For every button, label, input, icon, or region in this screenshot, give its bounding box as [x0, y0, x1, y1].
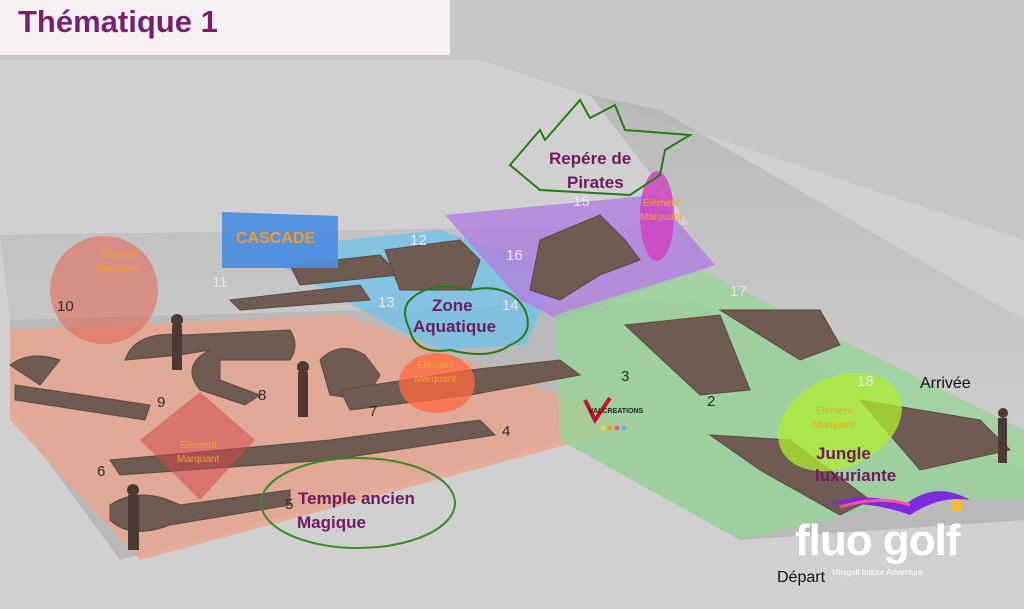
- zone-aquatique-line2: Aquatique: [413, 317, 497, 336]
- marker-label-1a: Élément: [100, 249, 137, 260]
- hole-10: 10: [57, 298, 74, 315]
- temple-line1: Temple ancien: [298, 489, 415, 508]
- pirates-line2: Pirates: [567, 173, 624, 192]
- marker-label-3a: Élément: [643, 198, 680, 209]
- page-title: Thématique 1: [18, 4, 218, 39]
- hole-9: 9: [157, 394, 166, 411]
- temple-line2: Magique: [297, 513, 366, 532]
- arrivee-label: Arrivée: [920, 375, 971, 392]
- marker-circle: [50, 236, 158, 344]
- hole-8: 8: [258, 387, 267, 404]
- marker-label-2a: Élément: [417, 360, 454, 371]
- zone-aquatique-line1: Zone: [432, 296, 473, 315]
- marker-label-4a: Élément: [180, 440, 217, 451]
- valcreations-watermark: VALCREATIONS: [589, 408, 644, 415]
- course-holes: [9, 214, 1011, 532]
- marker-diamond: [140, 392, 255, 500]
- marker-label-5a: Élément: [816, 406, 853, 417]
- hole-18: 18: [857, 373, 874, 390]
- pirates-outline: [508, 98, 694, 197]
- temple-outline: [260, 457, 456, 549]
- marker-label-5b: Marquant: [813, 420, 856, 431]
- hole-7: 7: [369, 403, 378, 420]
- visitor-figures: [127, 314, 1008, 550]
- hole-16: 16: [506, 247, 523, 264]
- hole-4: 4: [502, 423, 511, 440]
- marker-circle: [399, 353, 475, 413]
- cascade-label: CASCADE: [236, 230, 316, 247]
- marker-label-2b: Marquant: [414, 374, 457, 385]
- hole-17: 17: [730, 283, 747, 300]
- jungle-line1: Jungle: [816, 444, 871, 463]
- marker-circle: [778, 372, 902, 472]
- jungle-line2: luxuriante: [815, 466, 897, 485]
- brand-logo: fluo golf: [795, 516, 960, 565]
- hole-15: 15: [573, 193, 590, 210]
- marker-label-1b: Marquant: [97, 263, 140, 274]
- hole-6: 6: [97, 463, 106, 480]
- hole-5: 5: [285, 496, 294, 513]
- brand-tagline: Minigolf Indoor Adventure: [832, 568, 923, 577]
- hole-3: 3: [621, 368, 630, 385]
- marker-circle: [640, 171, 674, 261]
- hole-13: 13: [378, 294, 395, 311]
- marker-label-4b: Marquant: [177, 454, 220, 465]
- hole-14: 14: [502, 297, 519, 314]
- valcreations-logo: [583, 396, 612, 424]
- depart-label: Départ: [777, 569, 826, 586]
- hole-11: 11: [212, 274, 228, 291]
- hole-2: 2: [707, 393, 716, 410]
- cascade-sign: [222, 212, 338, 268]
- marker-label-3b: Marquant: [640, 212, 683, 223]
- title-banner: [0, 0, 450, 55]
- aquatic-outline: [404, 285, 529, 355]
- pirates-line1: Repére de: [549, 149, 632, 168]
- hole-12: 12: [410, 232, 427, 249]
